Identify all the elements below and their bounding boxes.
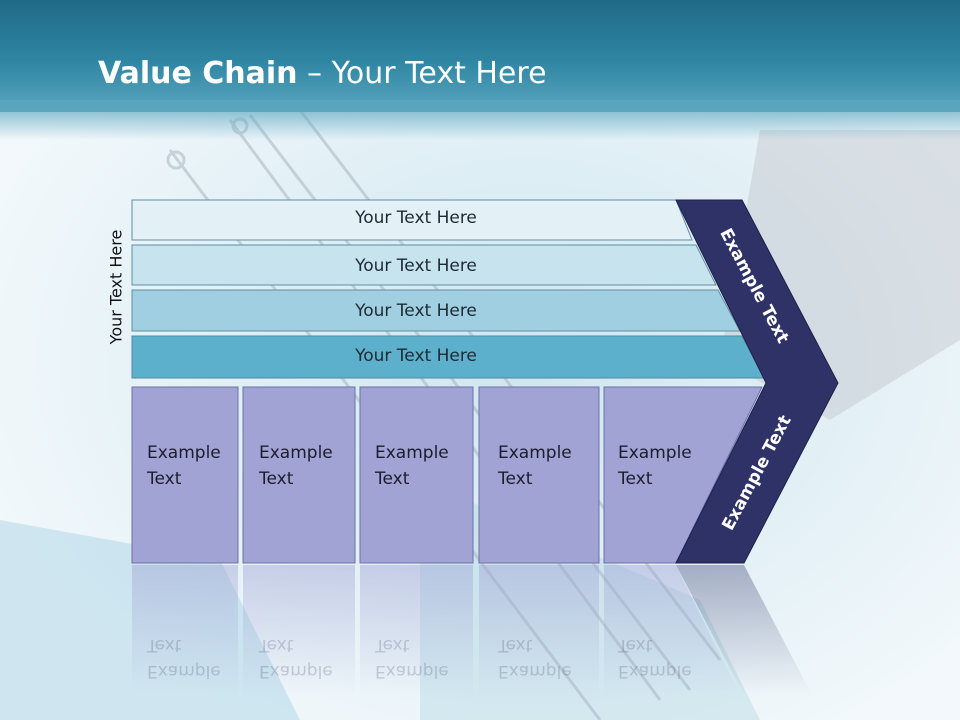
box-1-reflection-line2: Text (147, 635, 182, 655)
box-4-reflection-label: Example Text (498, 632, 572, 684)
chevron-arrow (675, 199, 839, 564)
title-rest: – Your Text Here (297, 56, 547, 91)
box-2-reflection-line1: Example (259, 661, 333, 681)
box-5-label: Example Text (618, 440, 692, 492)
box-3 (359, 386, 474, 564)
box-2-line1: Example (259, 443, 333, 463)
box-3-line2: Text (375, 469, 410, 489)
box-5-reflection (604, 565, 740, 695)
box-2 (242, 386, 356, 564)
box-3-reflection-line2: Text (375, 635, 410, 655)
box-3-reflection-line1: Example (375, 661, 449, 681)
box-1-label: Example Text (147, 440, 221, 492)
box-4 (478, 386, 600, 564)
box-5-reflection-line1: Example (618, 661, 692, 681)
bar-2 (131, 244, 717, 286)
box-3-reflection-label: Example Text (375, 632, 449, 684)
header-fade (0, 100, 960, 140)
box-1 (131, 386, 239, 564)
box-4-reflection-line2: Text (498, 635, 533, 655)
box-3-label: Example Text (375, 440, 449, 492)
box-1-line2: Text (147, 469, 182, 489)
box-1-reflection (132, 565, 238, 695)
box-1-reflection-line1: Example (147, 661, 221, 681)
box-2-label: Example Text (259, 440, 333, 492)
box-5-reflection-label: Example Text (618, 632, 692, 684)
box-2-reflection-line2: Text (259, 635, 294, 655)
box-5-line2: Text (618, 469, 653, 489)
bar-2-label: Your Text Here (355, 256, 477, 276)
box-3-reflection (360, 565, 473, 695)
box-2-reflection-label: Example Text (259, 632, 333, 684)
box-4-reflection (479, 565, 599, 695)
box-1-line1: Example (147, 443, 221, 463)
box-1-reflection-label: Example Text (147, 632, 221, 684)
box-4-line2: Text (498, 469, 533, 489)
box-2-line2: Text (259, 469, 294, 489)
bar-3-label: Your Text Here (355, 301, 477, 321)
box-5-line1: Example (618, 443, 692, 463)
title-bold: Value Chain (98, 56, 298, 91)
header-band (0, 0, 960, 112)
page-title: Value Chain – Your Text Here (98, 56, 547, 91)
bar-1 (131, 199, 693, 241)
chevron-reflection (676, 565, 812, 695)
box-3-line1: Example (375, 443, 449, 463)
bar-4-label: Your Text Here (355, 346, 477, 366)
box-4-reflection-line1: Example (498, 661, 572, 681)
bar-1-label: Your Text Here (355, 208, 477, 228)
box-4-label: Example Text (498, 440, 572, 492)
box-2-reflection (243, 565, 355, 695)
box-5-reflection-line2: Text (618, 635, 653, 655)
box-4-line1: Example (498, 443, 572, 463)
